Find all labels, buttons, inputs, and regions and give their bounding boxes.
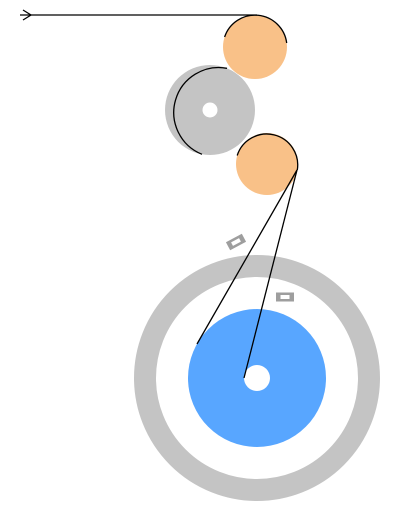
top-roller xyxy=(223,14,288,79)
guide-right xyxy=(276,292,294,302)
top-roller-disc xyxy=(223,15,287,79)
drum-hub-hole xyxy=(202,102,218,118)
outer-ring-band xyxy=(134,255,380,501)
lower-roller-outline xyxy=(236,133,299,171)
feed-path xyxy=(20,9,298,379)
take-up-reel xyxy=(188,309,326,447)
lower-roller-disc xyxy=(236,133,298,195)
web-line-left xyxy=(196,169,298,345)
top-roller-outline xyxy=(223,14,288,44)
outer-ring xyxy=(134,255,380,501)
feed-arrow-head xyxy=(22,9,33,21)
take-up-reel-hub-hole xyxy=(244,365,270,391)
guide-left-slot xyxy=(231,238,241,246)
web-line-right xyxy=(243,169,298,379)
drum-outline xyxy=(173,66,228,155)
guide-left xyxy=(225,233,247,251)
lower-roller xyxy=(236,133,299,195)
drum xyxy=(165,65,255,155)
guide-right-slot xyxy=(280,295,290,299)
